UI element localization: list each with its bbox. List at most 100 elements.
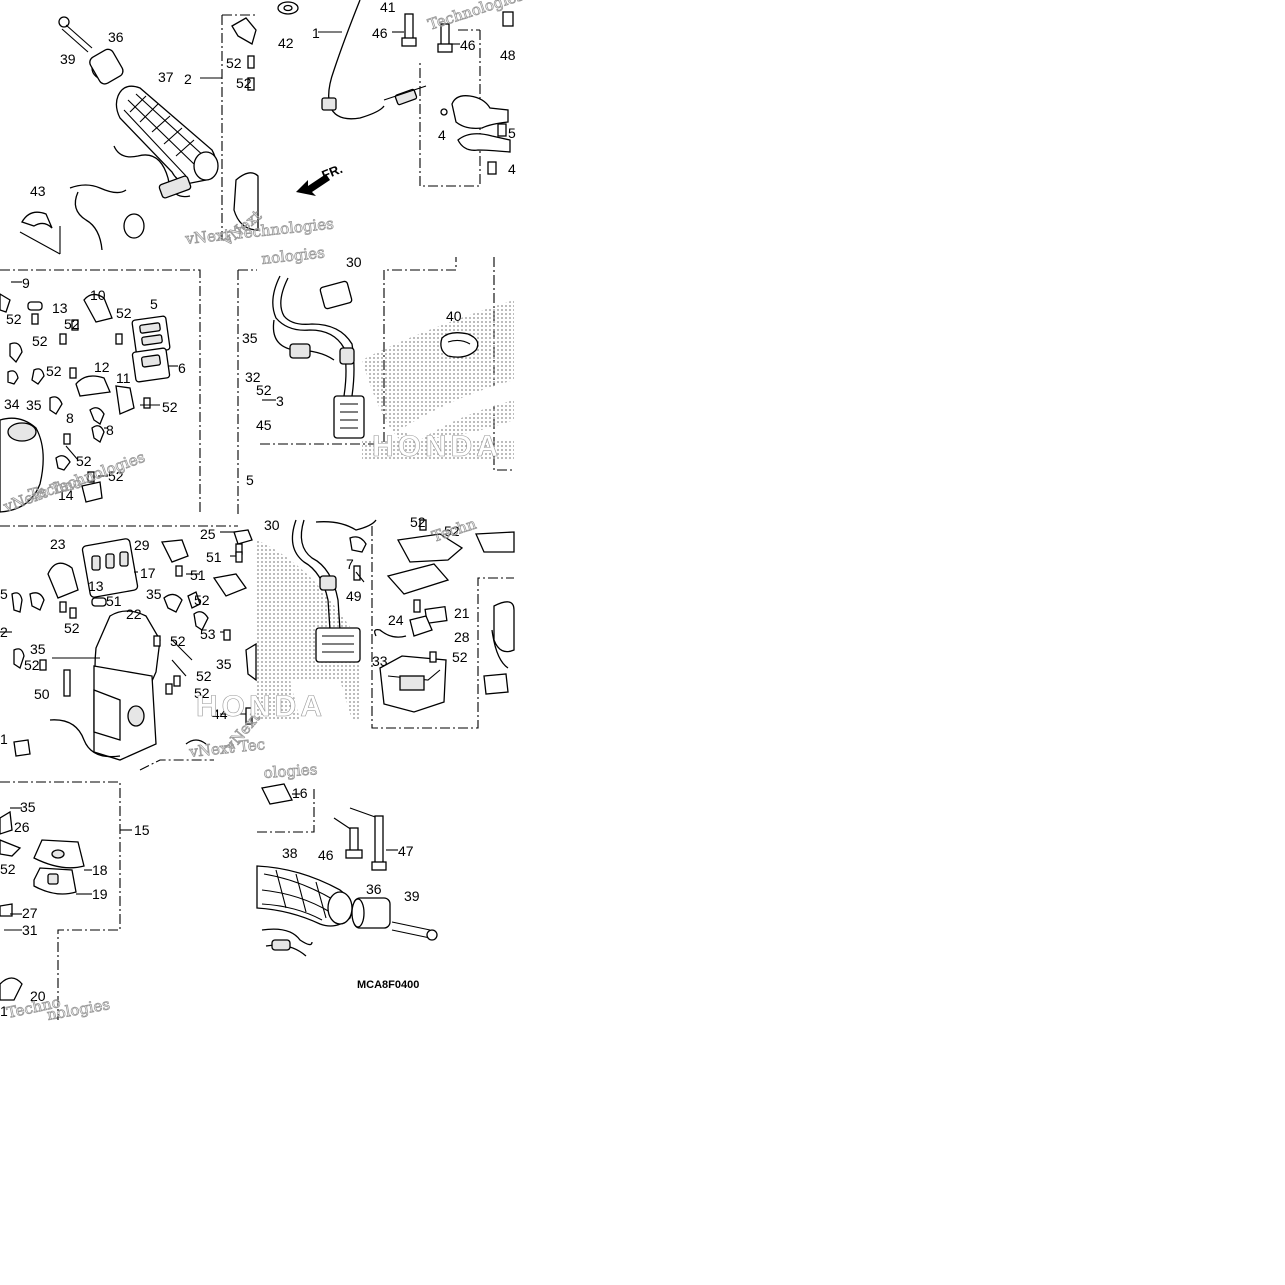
callout-label: 6 xyxy=(178,360,186,376)
callout-label: 24 xyxy=(388,612,404,628)
callout-label: 2 xyxy=(184,71,192,87)
callout-label: 5 xyxy=(150,296,158,312)
bracket-19 xyxy=(33,867,77,895)
callout-label: 51 xyxy=(206,549,222,565)
callout-label: 22 xyxy=(126,606,142,622)
callout-label: 52 xyxy=(46,363,62,379)
callout-label: 38 xyxy=(282,845,298,861)
callout-label: 35 xyxy=(26,397,42,413)
callout-label: 32 xyxy=(245,369,261,385)
switch-panel-17 xyxy=(81,538,139,598)
callout-label: 18 xyxy=(92,862,108,878)
callout-label: 36 xyxy=(366,881,382,897)
callout-label: 51 xyxy=(106,593,122,609)
switch-box xyxy=(379,655,447,713)
callout-label: 35 xyxy=(30,641,46,657)
callout-label: 20 xyxy=(30,988,46,1004)
callout-label: 34 xyxy=(4,396,20,412)
callout-label: 39 xyxy=(404,888,420,904)
watermark-text: ologies xyxy=(263,760,318,782)
callout-label: 11 xyxy=(116,370,131,386)
callout-label: 5 xyxy=(246,472,254,488)
callout-label: 52 xyxy=(76,453,92,469)
callout-label: 13 xyxy=(52,300,68,316)
callout-label: 27 xyxy=(22,905,38,921)
callout-label: 3 xyxy=(276,393,284,409)
callout-label: 52 xyxy=(170,633,186,649)
callout-label: 17 xyxy=(140,565,156,581)
diagram-code: MCA8F0400 xyxy=(357,979,419,991)
callout-label: 9 xyxy=(22,275,30,291)
callout-label: 52 xyxy=(64,316,80,332)
callout-label: 42 xyxy=(278,35,294,51)
callout-label: 1 xyxy=(312,25,320,41)
callout-label: 35 xyxy=(146,586,162,602)
callout-label: 19 xyxy=(92,886,108,902)
callout-label: 52 xyxy=(236,75,252,91)
callout-label: 25 xyxy=(200,526,216,542)
callout-label: 14 xyxy=(58,487,74,503)
callout-label: 1 xyxy=(0,1003,8,1019)
callout-label: 52 xyxy=(0,861,16,877)
tile-lower-switch xyxy=(0,781,132,1020)
callout-label: 30 xyxy=(346,254,362,270)
callout-label: 7 xyxy=(346,556,354,572)
callout-label: 4 xyxy=(508,161,516,177)
screw-46-a xyxy=(401,13,417,47)
callout-label: 50 xyxy=(34,686,50,702)
grip-end-weight-36-lower xyxy=(351,897,391,929)
callout-label: 49 xyxy=(346,588,362,604)
callout-label: 36 xyxy=(108,29,124,45)
callout-label: 4 xyxy=(438,127,446,143)
bolt-39-lower xyxy=(391,921,438,941)
tile-grip-left xyxy=(19,14,259,255)
callout-label: 44 xyxy=(212,706,228,722)
callout-label: 43 xyxy=(30,183,46,199)
callout-label: 52 xyxy=(24,657,40,673)
watermark-text: Techn xyxy=(430,515,479,546)
callout-label: 52 xyxy=(256,382,272,398)
callout-label: 52 xyxy=(194,685,210,701)
callout-label: 16 xyxy=(292,785,308,801)
callout-label: 52 xyxy=(116,305,132,321)
front-direction-arrow xyxy=(296,174,330,196)
callout-label: 47 xyxy=(398,843,414,859)
callout-label: 30 xyxy=(264,517,280,533)
callout-label: 48 xyxy=(500,47,516,63)
bracket-18 xyxy=(33,839,85,869)
tile-harness-connector xyxy=(260,257,514,471)
callout-label: 5 xyxy=(508,125,516,141)
callout-label: 52 xyxy=(162,399,178,415)
callout-label: 52 xyxy=(64,620,80,636)
callout-label: 35 xyxy=(216,656,232,672)
connector-block xyxy=(333,395,365,439)
callout-label: 15 xyxy=(134,822,150,838)
cable-tie-40 xyxy=(440,332,479,358)
honda-wing-watermark xyxy=(362,300,514,460)
callout-label: 52 xyxy=(108,468,124,484)
callout-label: 37 xyxy=(158,69,174,85)
callout-label: 52 xyxy=(196,668,212,684)
callout-label: 52 xyxy=(194,592,210,608)
callout-label: 52 xyxy=(6,311,22,327)
brand-text-upper: HONDA xyxy=(372,430,502,463)
grip-37 xyxy=(115,85,219,185)
callout-label: 26 xyxy=(14,819,30,835)
screw-46-b xyxy=(437,23,453,53)
callout-label: 46 xyxy=(372,25,388,41)
callout-label: 29 xyxy=(134,537,150,553)
connector-block-lower xyxy=(315,627,361,663)
grip-38 xyxy=(256,865,353,927)
screw-47 xyxy=(349,807,387,871)
bolt-39 xyxy=(58,16,93,53)
callout-label: 12 xyxy=(94,359,110,375)
callout-label: 8 xyxy=(106,422,114,438)
tile-connector-box xyxy=(257,519,515,729)
switch-cover-6 xyxy=(131,347,171,383)
front-direction-label: FR. xyxy=(320,161,345,183)
tile-switch-parts xyxy=(0,269,257,514)
callout-label: 46 xyxy=(318,847,334,863)
tile-cable-bracket xyxy=(277,0,514,196)
